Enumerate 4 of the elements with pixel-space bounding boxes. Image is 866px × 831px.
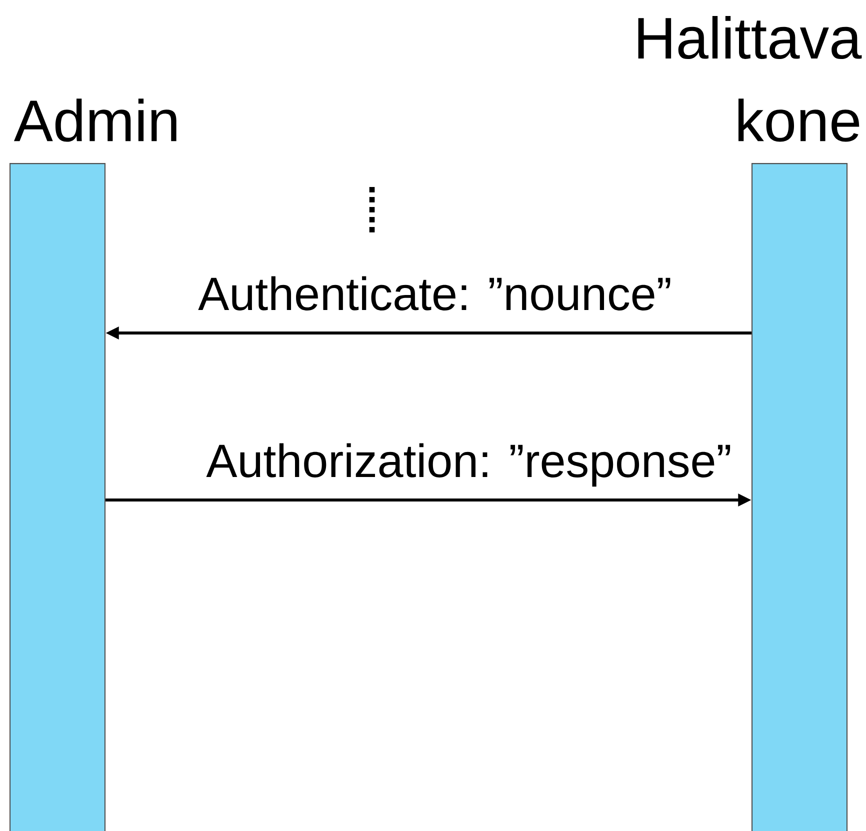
edge-label: Authorization: ”response” — [204, 442, 734, 488]
lifeline-label: Halittava kone — [638, 16, 862, 142]
lifeline-label: Admin — [14, 98, 176, 142]
edge-label: Authenticate: ”nounce” — [196, 274, 674, 312]
